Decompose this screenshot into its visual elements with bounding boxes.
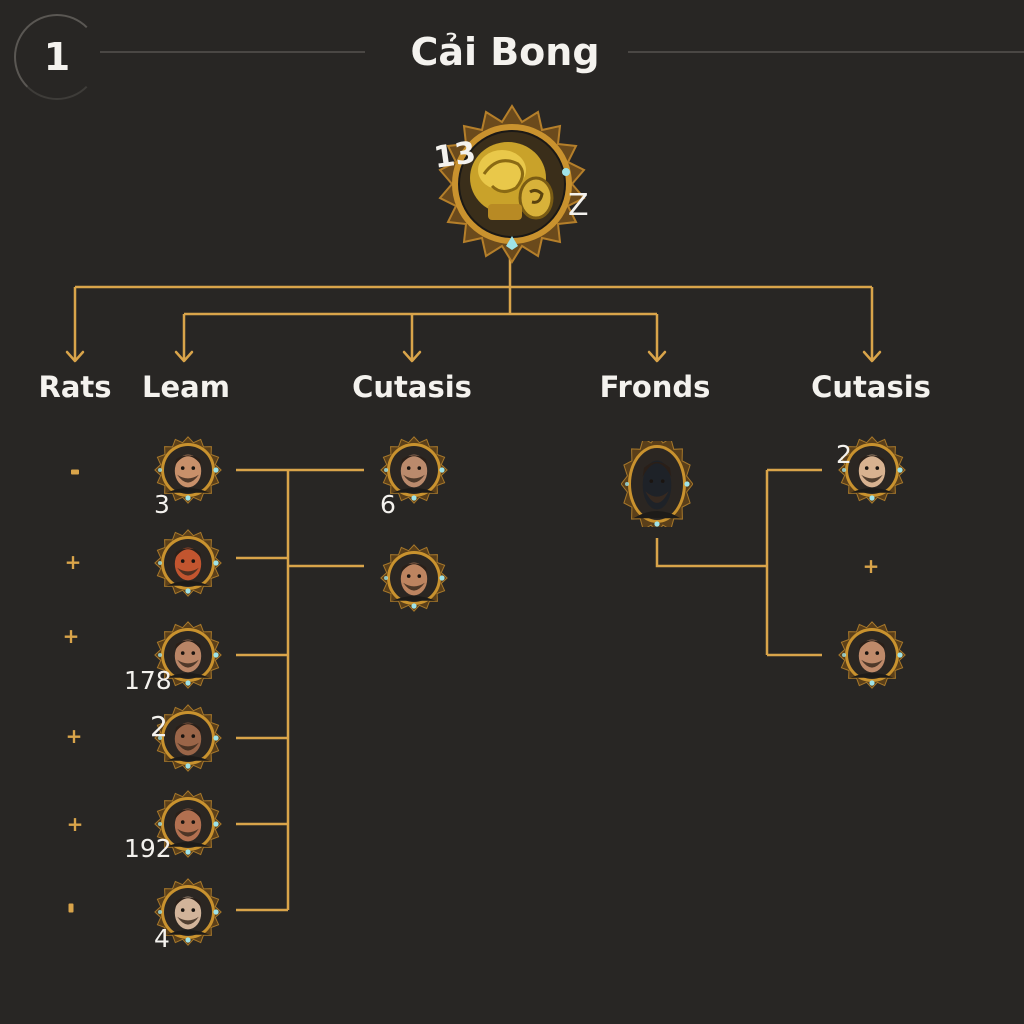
rats-slot-marker[interactable] bbox=[71, 469, 79, 475]
arrow-leam-icon bbox=[174, 350, 194, 363]
rats-add-slot-icon[interactable]: + bbox=[65, 724, 83, 748]
leam-node-count: 2 bbox=[150, 710, 168, 743]
leam-node-count: 192 bbox=[124, 834, 172, 863]
fronds-portrait-node[interactable] bbox=[621, 441, 693, 527]
glasses-man-portrait-icon bbox=[838, 436, 906, 504]
column-label-cutasis: Cutasis bbox=[352, 370, 472, 404]
rats-add-slot-icon[interactable]: + bbox=[62, 624, 80, 648]
golden-helmet-icon bbox=[438, 104, 586, 264]
dark-figure-portrait-icon bbox=[621, 441, 693, 527]
bearded-man-portrait-icon bbox=[380, 436, 448, 504]
fronds-bracket-line bbox=[655, 468, 822, 657]
leam-portrait-node[interactable] bbox=[152, 527, 224, 599]
root-right-badge: Z bbox=[568, 188, 589, 223]
root-left-badge: 13 bbox=[431, 135, 478, 176]
leam-node-count: 4 bbox=[154, 924, 170, 953]
cutasis-portrait-node[interactable] bbox=[378, 434, 450, 506]
leam-portrait-node[interactable] bbox=[152, 434, 224, 506]
leam-portrait-node[interactable] bbox=[152, 619, 224, 691]
red-face-portrait-icon bbox=[154, 529, 222, 597]
arrow-rats-icon bbox=[65, 350, 85, 363]
cutasis-2-add-slot-icon[interactable]: + bbox=[862, 554, 880, 578]
leam-portrait-node[interactable] bbox=[152, 876, 224, 948]
header-divider-left bbox=[100, 51, 365, 53]
bearded-man-portrait-icon bbox=[838, 621, 906, 689]
man-portrait-icon bbox=[154, 704, 222, 772]
column-label-leam: Leam bbox=[142, 370, 230, 404]
leam-node-count: 178 bbox=[124, 666, 172, 695]
cutasis-2-portrait-node[interactable] bbox=[836, 434, 908, 506]
glasses-man-portrait-icon bbox=[154, 878, 222, 946]
root-node[interactable] bbox=[432, 104, 592, 264]
man-portrait-icon bbox=[154, 621, 222, 689]
cutasis-2-node-count: 2 bbox=[836, 440, 852, 469]
arrow-cutasis-icon bbox=[402, 350, 422, 363]
cutasis-node-count: 6 bbox=[380, 490, 396, 519]
rats-add-slot-icon[interactable]: + bbox=[64, 550, 82, 574]
page-number-badge[interactable]: 1 bbox=[14, 14, 100, 100]
arrow-cutasis2-icon bbox=[862, 350, 882, 363]
leam-portrait-node[interactable] bbox=[152, 702, 224, 774]
column-label-rats: Rats bbox=[38, 370, 112, 404]
arrow-fronds-icon bbox=[647, 350, 667, 363]
bearded-man-portrait-icon bbox=[154, 436, 222, 504]
leam-bracket-line bbox=[236, 468, 364, 912]
header-divider-right bbox=[628, 51, 1024, 53]
page-title: Cải Bong bbox=[410, 30, 600, 74]
column-label-cutasis-2: Cutasis bbox=[811, 370, 931, 404]
rats-add-slot-icon[interactable]: + bbox=[66, 812, 84, 836]
cutasis-portrait-node[interactable] bbox=[378, 542, 450, 614]
leam-node-count: 3 bbox=[154, 490, 170, 519]
rats-slot-marker[interactable] bbox=[68, 903, 74, 913]
cutasis-2-portrait-node[interactable] bbox=[836, 619, 908, 691]
man-portrait-icon bbox=[380, 544, 448, 612]
column-label-fronds: Fronds bbox=[599, 370, 711, 404]
man-portrait-icon bbox=[154, 790, 222, 858]
leam-portrait-node[interactable] bbox=[152, 788, 224, 860]
